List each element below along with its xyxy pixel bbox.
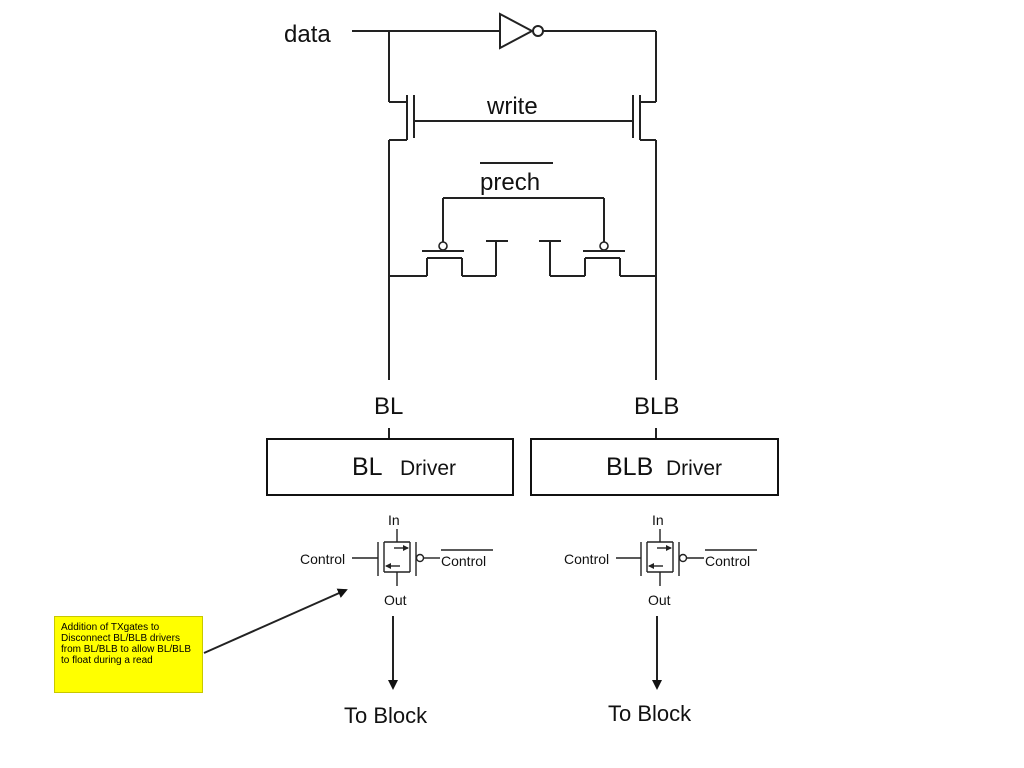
blb-label: BLB [634, 393, 679, 420]
tx-right-in-label: In [652, 512, 664, 528]
tx-left-control-label: Control [300, 551, 345, 567]
bl-driver-block: BL Driver [266, 438, 514, 496]
bl-driver-name: BL [352, 453, 383, 481]
inverter-symbol [499, 12, 544, 50]
write-transistor-left [389, 95, 415, 141]
blb-driver-block: BLB Driver [530, 438, 779, 496]
data-label: data [284, 21, 331, 48]
right-to-block-label: To Block [608, 701, 692, 726]
prech-transistor-left [389, 240, 508, 277]
tx-right-control-bar-label: Control [705, 553, 750, 569]
tx-gate-right: In Control Control Out [564, 512, 757, 608]
tx-left-control-bar-label: Control [441, 553, 486, 569]
annotation-note: Addition of TXgates to Disconnect BL/BLB… [54, 616, 203, 693]
blb-driver-word: Driver [666, 457, 722, 480]
write-label: write [486, 93, 538, 120]
tx-right-control-label: Control [564, 551, 609, 567]
tx-right-out-label: Out [648, 592, 671, 608]
prech-label: prech [480, 169, 540, 196]
tx-gate-left: In Control Control Out [300, 512, 493, 608]
tx-left-in-label: In [388, 512, 400, 528]
bl-label: BL [374, 393, 403, 420]
prech-transistor-right [539, 240, 656, 277]
bl-driver-word: Driver [400, 457, 456, 480]
write-transistor-right [632, 95, 656, 141]
tx-left-out-label: Out [384, 592, 407, 608]
left-to-block-label: To Block [344, 703, 428, 728]
blb-driver-name: BLB [606, 453, 653, 481]
annotation-arrow [203, 588, 348, 654]
